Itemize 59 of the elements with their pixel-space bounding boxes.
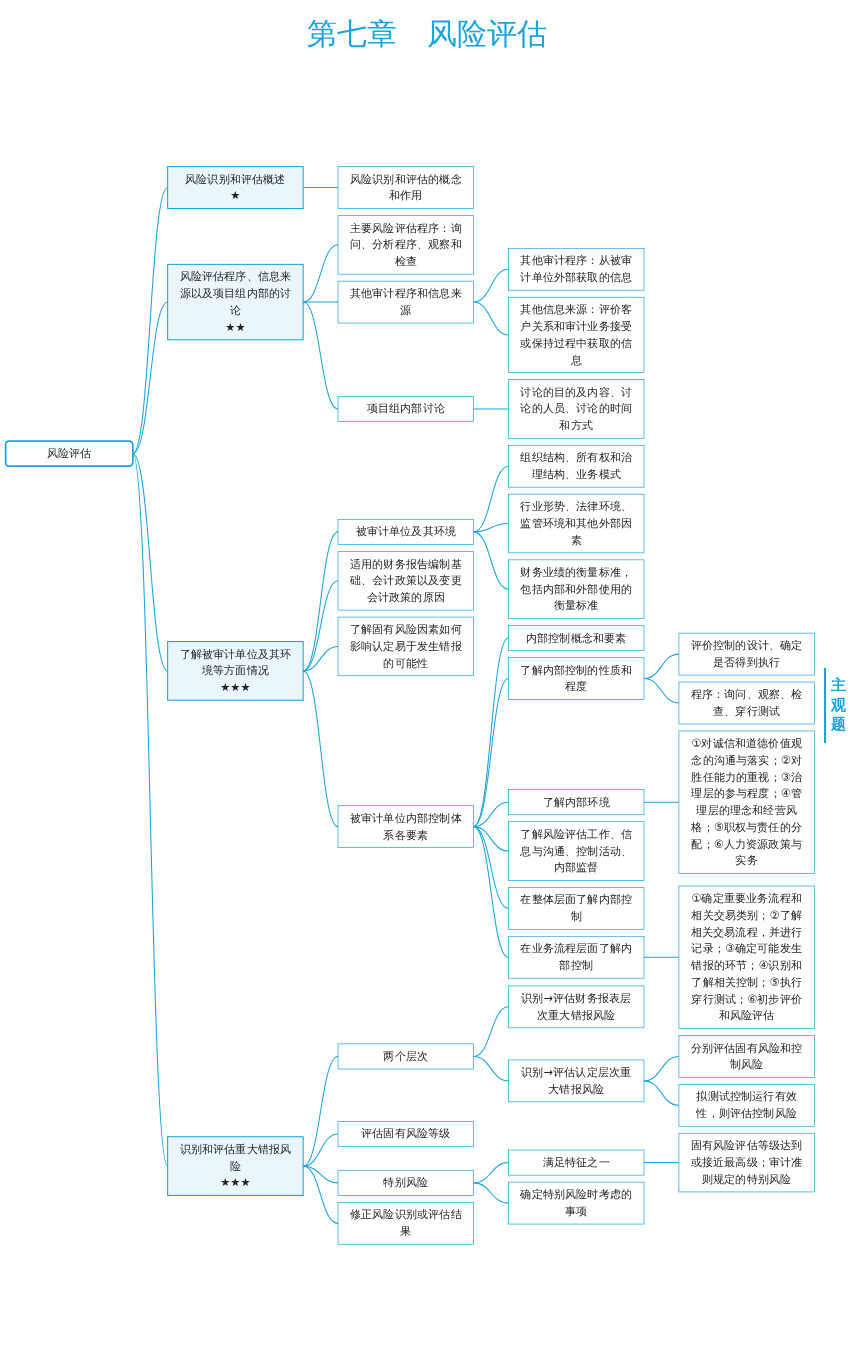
node-box: 适用的财务报告编制基础、会计政策以及变更会计政策的原因 bbox=[337, 551, 474, 611]
node-box: 讨论的目的及内容、讨论的人员、讨论的时间和方式 bbox=[508, 379, 645, 439]
node-box: 评价控制的设计、确定是否得到执行 bbox=[678, 632, 815, 676]
node-box: 财务业绩的衡量标准，包括内部和外部使用的衡量标准 bbox=[508, 559, 645, 619]
node-box: 识别→评估财务报表层次重大错报风险 bbox=[508, 985, 645, 1029]
node-box: 项目组内部讨论 bbox=[337, 396, 474, 422]
node-box: 分别评估固有风险和控制风险 bbox=[678, 1035, 815, 1078]
connector bbox=[643, 678, 680, 704]
connector bbox=[473, 268, 509, 303]
connector bbox=[473, 465, 509, 533]
connector bbox=[473, 1006, 509, 1057]
connector bbox=[643, 1080, 680, 1106]
node-box: 其他审计程序：从被审计单位外部获取的信息 bbox=[508, 248, 645, 291]
connector bbox=[473, 826, 509, 909]
connector bbox=[643, 801, 680, 803]
node-box: 风险识别和评估概述 ★ bbox=[167, 166, 304, 210]
node-box: 修正风险识别或评估结果 bbox=[337, 1202, 474, 1245]
node-box: 固有风险评估等级达到或接近最高级；审计准则规定的特别风险 bbox=[678, 1132, 815, 1193]
node-box: 主要风险评估程序：询问、分析程序、观察和检查 bbox=[337, 215, 474, 275]
node-box: 了解风险评估工作、信息与沟通、控制活动、内部监督 bbox=[508, 821, 645, 881]
node-box: 评估固有风险等级 bbox=[337, 1121, 474, 1147]
node-box: 了解固有风险因素如何影响认定易于发生错报的可能性 bbox=[337, 616, 474, 677]
node-box: 风险评估程序、信息来源以及项目组内部的讨论 ★★ bbox=[167, 263, 304, 341]
connector bbox=[473, 1055, 509, 1082]
node-box: 程序：询问、观察、检查、穿行测试 bbox=[678, 681, 815, 725]
connector bbox=[643, 956, 680, 958]
node-box: ①对诚信和道德价值观念的沟通与落实；②对胜任能力的重视；③治理层的参与程度；④管理层的理念和经营风格；⑤职权与责任的分配；⑥人力资源政策与实务 bbox=[678, 730, 815, 874]
node-box: 了解内部环境 bbox=[508, 789, 645, 816]
connector bbox=[473, 523, 509, 533]
node-box: ①确定重要业务流程和相关交易类别；②了解相关交易流程，并进行记录；③确定可能发生错报的环节；④识别和了解相关控制；⑤执行穿行测试；⑥初步评价和风险评估 bbox=[678, 885, 815, 1029]
connector bbox=[473, 301, 509, 336]
node-box: 拟测试控制运行有效性，则评估控制风险 bbox=[678, 1084, 815, 1127]
node-box: 行业形势、法律环境、监管环境和其他外部因素 bbox=[508, 493, 645, 554]
node-box: 内部控制概念和要素 bbox=[508, 625, 645, 651]
node-box: 风险识别和评估的概念和作用 bbox=[337, 166, 474, 209]
connector bbox=[473, 678, 509, 828]
node-box: 了解被审计单位及其环境等方面情况 ★★★ bbox=[167, 641, 304, 701]
node-box: 其他信息来源：评价客户关系和审计业务接受或保持过程中获取的信息 bbox=[508, 296, 645, 374]
connector bbox=[643, 1162, 680, 1164]
node-box: 两个层次 bbox=[337, 1043, 474, 1070]
connector bbox=[473, 408, 509, 410]
node-box: 被审计单位内部控制体系各要素 bbox=[337, 805, 474, 848]
node-box: 特别风险 bbox=[337, 1170, 474, 1196]
node-box: 被审计单位及其环境 bbox=[337, 519, 474, 545]
bracket-note: 主观题 bbox=[823, 668, 851, 743]
node-box: 组织结构、所有权和治理结构、业务模式 bbox=[508, 444, 645, 488]
node-box: 了解内部控制的性质和程度 bbox=[508, 657, 645, 700]
connector bbox=[473, 637, 509, 828]
node-box: 在整体层面了解内部控制 bbox=[508, 887, 645, 930]
node-box: 识别和评估重大错报风险 ★★★ bbox=[167, 1136, 304, 1196]
node-box: 满足特征之一 bbox=[508, 1149, 645, 1176]
connector bbox=[473, 826, 509, 958]
node-box: 识别→评估认定层次重大错报风险 bbox=[508, 1059, 645, 1103]
node-box: 其他审计程序和信息来源 bbox=[337, 280, 474, 324]
title: 第七章 风险评估 bbox=[307, 15, 547, 53]
node-box: 确定特别风险时考虑的事项 bbox=[508, 1181, 645, 1225]
connector bbox=[473, 531, 509, 590]
connector bbox=[473, 1182, 509, 1204]
node-box: 在业务流程层面了解内部控制 bbox=[508, 936, 645, 979]
